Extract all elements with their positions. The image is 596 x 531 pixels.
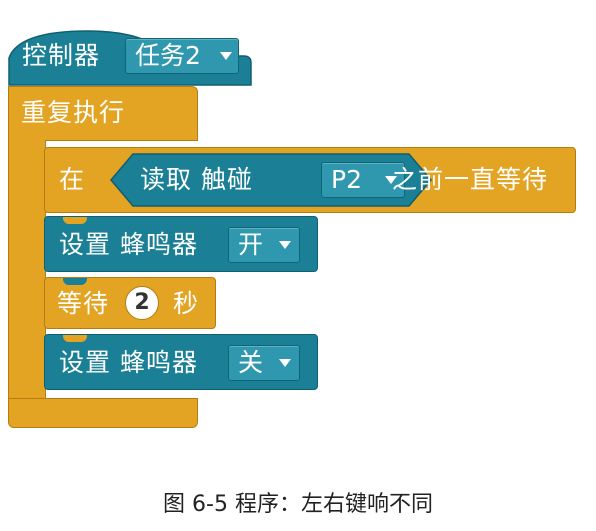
sensor-reporter-label: 读取 触碰 xyxy=(140,165,253,194)
chevron-down-icon xyxy=(279,241,291,249)
block-notch xyxy=(63,335,87,342)
chevron-down-icon xyxy=(385,176,397,184)
port-dropdown-value: P2 xyxy=(331,165,362,194)
touch-sensor-reporter[interactable]: 读取 触碰 P2 xyxy=(110,153,432,207)
chevron-down-icon xyxy=(279,359,291,367)
buzzer-on-dropdown[interactable]: 开 xyxy=(228,227,300,263)
hat-block-label: 控制器 xyxy=(22,41,101,70)
buzzer-off-dropdown[interactable]: 关 xyxy=(228,345,300,381)
task-dropdown-value: 任务2 xyxy=(135,41,201,70)
set-buzzer-on-block[interactable]: 设置 蜂鸣器 开 xyxy=(44,216,318,272)
forever-loop-label: 重复执行 xyxy=(21,98,126,127)
forever-loop-arm xyxy=(8,140,46,400)
set-buzzer-off-label: 设置 蜂鸣器 xyxy=(59,348,198,377)
forever-loop-bottom xyxy=(8,398,198,428)
chevron-down-icon xyxy=(220,52,232,60)
figure-caption: 图 6-5 程序：左右键响不同 xyxy=(163,492,433,517)
buzzer-off-dropdown-value: 关 xyxy=(238,348,264,377)
forever-loop-top[interactable]: 重复执行 xyxy=(8,86,198,141)
wait-seconds-label-after: 秒 xyxy=(173,289,200,318)
set-buzzer-off-block[interactable]: 设置 蜂鸣器 关 xyxy=(44,334,318,390)
block-notch xyxy=(63,217,87,224)
controller-hat-block[interactable]: 控制器 任务2 xyxy=(8,28,252,86)
buzzer-on-dropdown-value: 开 xyxy=(238,230,264,259)
block-notch xyxy=(63,278,87,285)
wait-until-label-after: 之前一直等待 xyxy=(392,165,549,194)
seconds-input[interactable]: 2 xyxy=(125,286,159,320)
wait-seconds-label-before: 等待 xyxy=(57,289,110,318)
wait-until-label-before: 在 xyxy=(59,165,86,194)
port-dropdown[interactable]: P2 xyxy=(321,162,405,198)
wait-seconds-block[interactable]: 等待 2 秒 xyxy=(44,277,216,329)
wait-until-block[interactable]: 在 读取 触碰 P2 之前一直等待 xyxy=(44,147,576,213)
task-dropdown[interactable]: 任务2 xyxy=(125,38,239,74)
set-buzzer-on-label: 设置 蜂鸣器 xyxy=(59,230,198,259)
